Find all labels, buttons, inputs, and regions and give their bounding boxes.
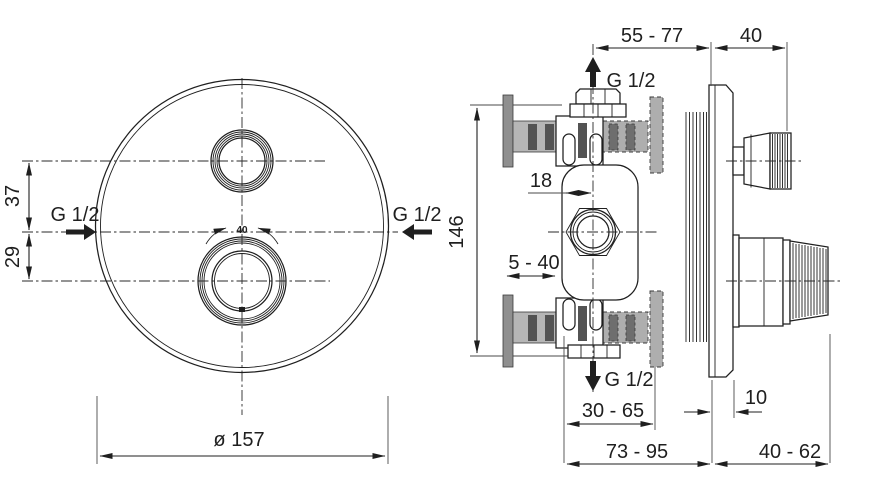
dim-diameter-label: ø 157 [213,429,264,451]
left-inlet-label: G 1/2 [51,204,100,226]
knob-index-tick [239,307,245,312]
right-inlet: G 1/2 [393,204,442,240]
dim-73-95-label: 73 - 95 [606,441,668,463]
outlet-hex-plug [565,208,621,256]
front-view: 40 G 1/2 G 1/2 37 29 [2,78,441,464]
front-lower-knob [197,236,287,326]
flow-arrow-down-icon [585,361,601,391]
dim-55-77-label: 55 - 77 [621,25,683,47]
side-centerlines [548,44,842,392]
flow-arrow-up-icon [585,57,601,87]
wall-plate [708,84,734,378]
dim-29: 29 [2,233,32,280]
mounting-bracket-top [555,115,604,167]
rotate-arrow-right [257,227,279,245]
rail-end-flange [502,294,514,368]
dim-146-label: 146 [446,215,468,248]
front-upper-knob [210,129,274,193]
top-connection: G 1/2 [585,57,655,92]
dim-29-label: 29 [2,246,24,268]
side-view: G 1/2 G 1/2 55 - 77 40 18 [446,25,842,467]
faceplate-outline [94,78,390,374]
rotate-arrow-left [205,227,227,245]
hidden-bracket-bar [649,96,664,174]
left-inlet: G 1/2 [51,204,100,240]
dim-146: 146 [446,107,480,354]
bottom-connection: G 1/2 [585,361,653,391]
rail-end-flange [502,94,514,168]
bottom-connection-nut [567,344,621,359]
wall-rail-top [502,94,664,174]
front-centerlines [22,78,398,415]
dim-73-95: 73 - 95 [566,441,711,467]
dim-30-65: 30 - 65 [563,336,656,463]
dim-10: 10 [684,380,767,463]
flow-arrow-right-icon [402,224,432,240]
bottom-connection-label: G 1/2 [605,369,654,391]
dim-5-40-label: 5 - 40 [508,252,559,274]
side-lower-knob [732,234,829,328]
dim-40-top: 40 [714,25,788,131]
dim-18-label: 18 [530,170,552,192]
top-connection-label: G 1/2 [607,70,656,92]
dim-30-65-label: 30 - 65 [582,400,644,422]
hidden-bracket-bar [649,290,664,368]
flow-arrow-left-icon [66,224,96,240]
temperature-stop-label: 40 [236,225,248,236]
wall-rail-bottom [502,290,664,368]
dim-55-77: 55 - 77 [595,25,712,86]
mounting-bracket-bottom [555,297,604,349]
dim-40-top-label: 40 [740,25,762,47]
side-upper-knob [732,132,792,190]
dim-40-62: 40 - 62 [714,334,831,467]
dim-37-label: 37 [2,185,24,207]
dim-37: 37 [2,162,32,231]
dim-10-label: 10 [745,387,767,409]
dim-diameter: ø 157 [96,396,389,464]
threaded-sleeve-ribs [685,112,707,342]
valve-body [561,164,639,301]
dim-18: 18 [528,170,592,196]
temperature-stop-marking: 40 [205,225,279,245]
top-connection-nut [569,88,627,118]
dim-5-40: 5 - 40 [506,252,560,279]
dim-40-62-label: 40 - 62 [759,441,821,463]
right-inlet-label: G 1/2 [393,204,442,226]
